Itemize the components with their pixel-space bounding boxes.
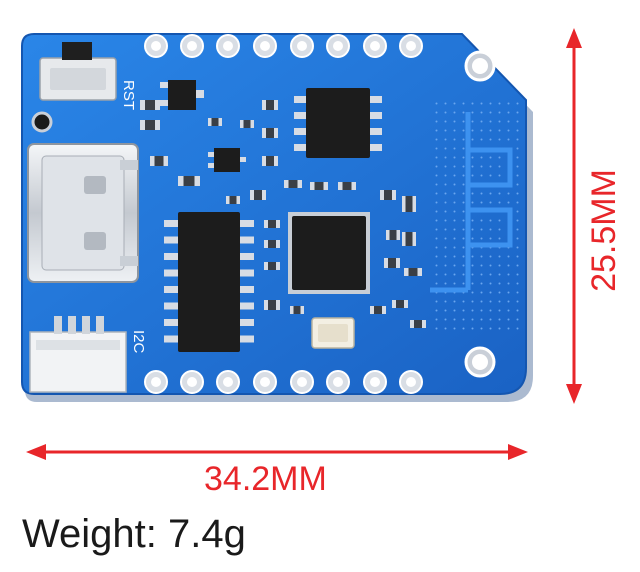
- height-dimension-label: 25.5MM: [584, 168, 623, 292]
- smd-component: [380, 190, 396, 200]
- header-pin: [216, 370, 240, 394]
- flash-memory-chip: [294, 88, 382, 158]
- smd-component: [262, 100, 278, 110]
- usb-c-port: [27, 143, 139, 283]
- smd-component: [250, 190, 266, 200]
- i2c-connector: [29, 316, 127, 393]
- header-pin: [399, 370, 423, 394]
- reset-button: [39, 42, 117, 101]
- antenna-via-field: [430, 100, 520, 330]
- mounting-hole: [464, 346, 496, 378]
- smd-component: [208, 118, 222, 126]
- mounting-hole: [464, 50, 496, 82]
- header-pin: [290, 34, 314, 58]
- smd-component: [264, 262, 280, 270]
- smd-component: [178, 176, 200, 186]
- width-dimension-label: 34.2MM: [204, 460, 327, 498]
- smd-component: [284, 180, 302, 188]
- header-pin: [253, 370, 277, 394]
- voltage-regulator: [160, 80, 204, 110]
- smd-component: [384, 258, 400, 268]
- smd-component: [264, 220, 280, 228]
- header-pin: [253, 34, 277, 58]
- smd-component: [404, 268, 422, 276]
- reset-silkscreen-label: RST: [120, 80, 137, 110]
- smd-component: [290, 306, 304, 314]
- height-dimension-arrow: [566, 28, 582, 404]
- smd-component: [370, 306, 386, 314]
- mcu-chip: [288, 212, 370, 294]
- smd-component: [240, 120, 254, 128]
- header-pin: [216, 34, 240, 58]
- smd-component: [226, 196, 240, 204]
- header-pin: [399, 34, 423, 58]
- smd-component: [410, 320, 426, 328]
- header-pin: [144, 370, 168, 394]
- smd-component: [140, 120, 160, 130]
- smd-component: [264, 240, 280, 248]
- header-pin: [144, 34, 168, 58]
- mounting-hole: [31, 111, 53, 133]
- header-pin: [180, 370, 204, 394]
- header-pin: [363, 370, 387, 394]
- smd-component: [262, 156, 278, 166]
- header-pins-bottom: [144, 370, 423, 394]
- smd-component: [264, 300, 280, 310]
- header-pin: [326, 370, 350, 394]
- crystal-oscillator: [311, 317, 355, 349]
- usb-serial-chip: [164, 212, 254, 352]
- smd-component: [386, 230, 400, 240]
- header-pin: [290, 370, 314, 394]
- smd-component: [310, 182, 328, 190]
- header-pin: [363, 34, 387, 58]
- header-pins-top: [144, 34, 423, 58]
- header-pin: [326, 34, 350, 58]
- transistor: [208, 148, 246, 172]
- smd-component: [338, 182, 356, 190]
- smd-component: [392, 300, 408, 308]
- i2c-silkscreen-label: I2C: [130, 330, 147, 354]
- smd-component: [402, 196, 416, 212]
- passive-components: [140, 100, 426, 328]
- smd-component: [140, 100, 160, 110]
- smd-component: [402, 232, 416, 246]
- header-pin: [180, 34, 204, 58]
- smd-component: [262, 128, 278, 138]
- weight-text: Weight: 7.4g: [22, 512, 246, 556]
- smd-component: [150, 156, 168, 166]
- width-dimension-arrow: [26, 444, 528, 460]
- pcb-antenna-trace: [430, 112, 513, 293]
